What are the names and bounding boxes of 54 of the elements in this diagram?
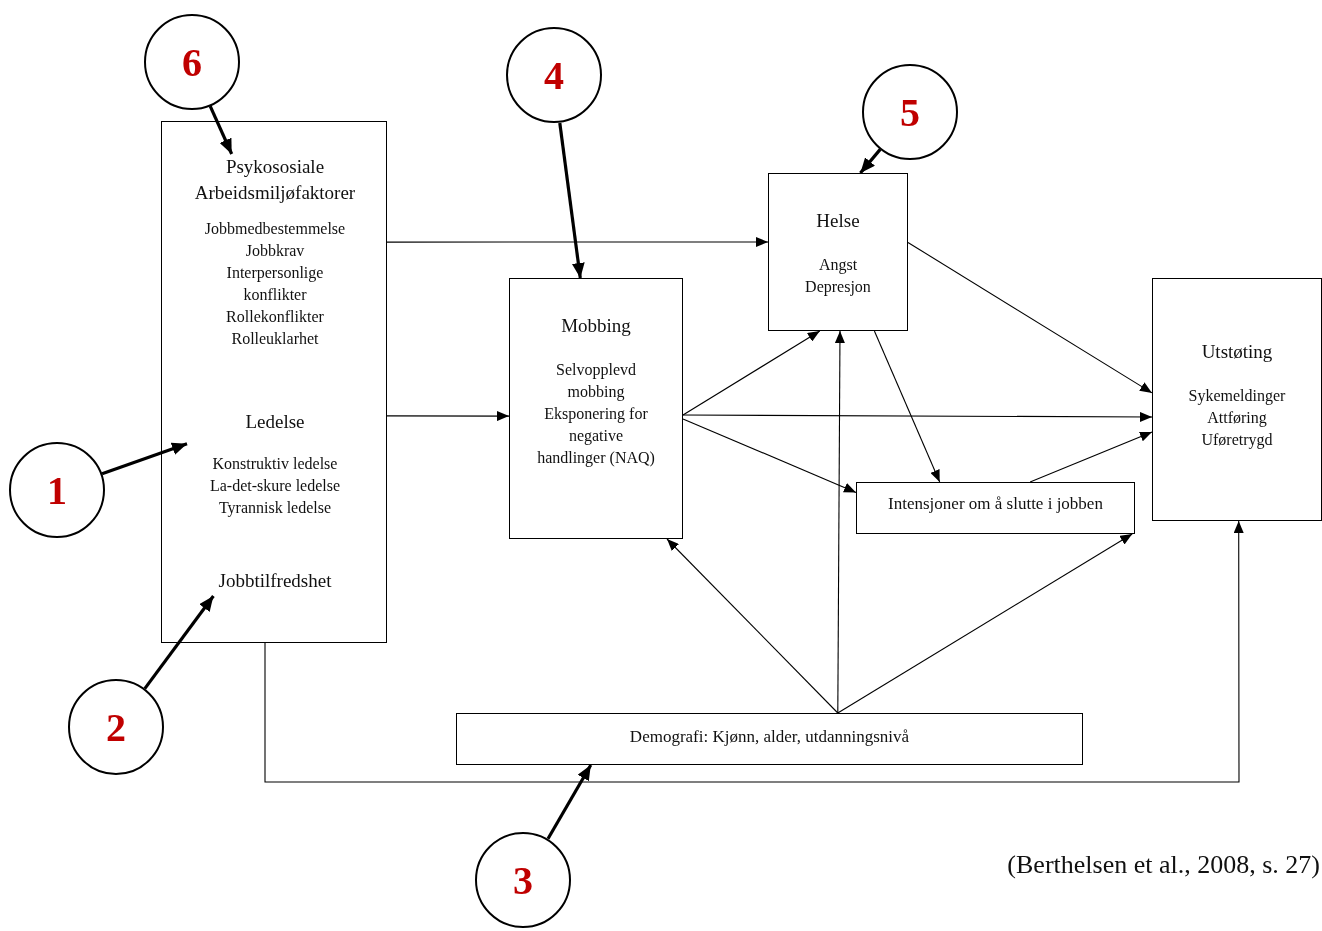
factor-item: Interpersonlige konflikter (225, 263, 325, 305)
factor-item: Selvopplevd mobbing (555, 360, 637, 403)
factor-item: La-det-skure ledelse (209, 476, 341, 496)
factor-item: Konstruktiv ledelse (212, 454, 338, 474)
process-box (161, 121, 387, 643)
leader-arrow (859, 148, 882, 175)
arrow (1029, 431, 1153, 483)
process-box (456, 713, 1083, 765)
arrow (907, 241, 1153, 394)
callout-number: 2 (68, 679, 164, 775)
process-box (768, 173, 908, 331)
arrow (837, 533, 1133, 714)
process-box (1152, 278, 1322, 521)
factor-item: Sykemeldinger (1188, 386, 1286, 407)
box-text: Demografi: Kjønn, alder, utdanningsnivå (629, 726, 910, 748)
arrow (386, 411, 510, 422)
box-heading: Ledelse (245, 410, 305, 434)
arrow (682, 418, 857, 493)
box-heading: Psykososiale Arbeidsmiljøfaktorer (193, 155, 357, 205)
factor-item: Depresjon (805, 277, 871, 298)
arrow (682, 330, 821, 416)
callout-number: 4 (506, 27, 602, 123)
box-heading: Mobbing (561, 314, 631, 338)
arrow (834, 330, 845, 714)
factor-item: Rollekonflikter (226, 307, 324, 327)
leader-arrow (208, 105, 234, 155)
factor-item: Uføretrygd (1201, 430, 1273, 451)
box-heading: Utstøting (1201, 340, 1273, 364)
process-box (856, 482, 1135, 534)
callout-number: 5 (862, 64, 958, 160)
process-box (509, 278, 683, 539)
callout-number: 3 (475, 832, 571, 928)
factor-item: Attføring (1207, 408, 1267, 429)
arrow (873, 330, 941, 483)
factor-item: Tyrannisk ledelse (218, 498, 332, 519)
callout-number: 6 (144, 14, 240, 110)
leader-arrow (558, 122, 585, 279)
box-heading: Helse (816, 209, 860, 233)
factor-item: Angst (818, 255, 858, 276)
callout-number: 1 (9, 442, 105, 538)
citation-text: (Berthelsen et al., 2008, s. 27) (1007, 850, 1320, 880)
leader-arrow (143, 595, 215, 690)
factor-item: Jobbkrav (245, 241, 305, 261)
factor-item: Rolleuklarhet (231, 329, 319, 349)
arrow (682, 411, 1153, 422)
factor-item: Eksponering for negative handlinger (NAQ) (536, 404, 656, 469)
arrow (666, 538, 839, 714)
leader-arrow (546, 764, 593, 840)
box-text: Intensjoner om å slutte i jobben (888, 493, 1103, 515)
factor-item: Jobbmedbestemmelse (204, 219, 346, 239)
leader-arrow (101, 442, 188, 476)
arrow (386, 237, 769, 247)
arrow (264, 520, 1244, 783)
box-heading: Jobbtilfredshet (218, 569, 332, 593)
